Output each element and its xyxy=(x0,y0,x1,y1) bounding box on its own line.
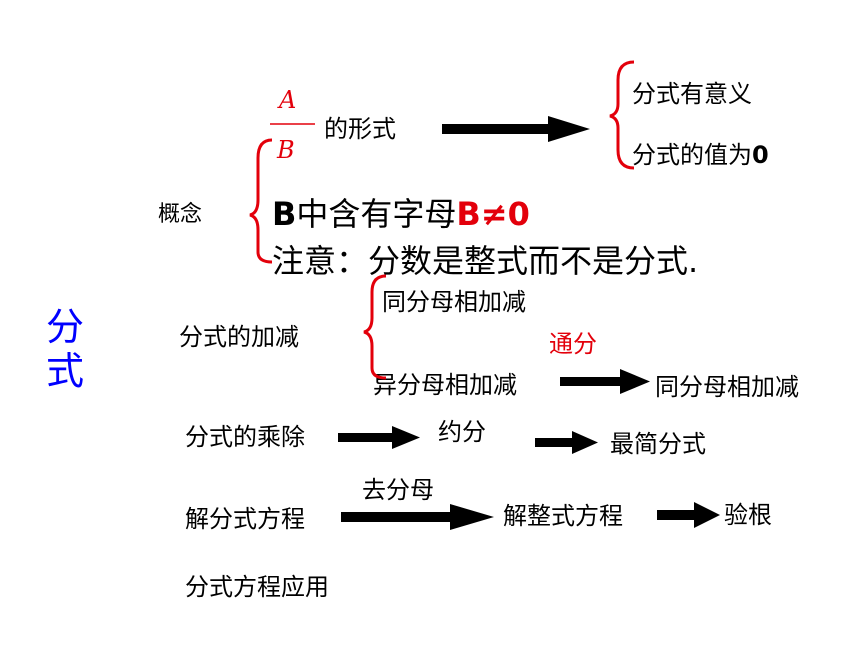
b-condition: B≠0 xyxy=(456,195,530,233)
title-fen: 分 xyxy=(46,305,85,349)
same-denominator-label: 同分母相加减 xyxy=(382,288,526,316)
fraction-numerator: A xyxy=(279,86,297,114)
title-shi: 式 xyxy=(46,349,85,393)
arrow-equation-integral xyxy=(341,504,494,530)
value-zero-digit: 0 xyxy=(752,141,769,169)
meaning-label: 分式有意义 xyxy=(632,80,752,108)
form-label: 的形式 xyxy=(324,115,396,143)
common-denominator-label: 通分 xyxy=(549,330,597,358)
arrow-form-to-meaning xyxy=(442,116,590,142)
different-denominator-label: 异分母相加减 xyxy=(373,371,517,399)
value-zero-label: 分式的值为0 xyxy=(632,143,769,167)
value-zero-text: 分式的值为 xyxy=(632,141,752,169)
arrow-addsub-result xyxy=(560,369,650,394)
addsub-label: 分式的加减 xyxy=(179,323,299,351)
arrow-muldiv-reduce xyxy=(338,426,420,449)
b-letter: B xyxy=(272,195,297,233)
b-condition-line: B中含有字母B≠0 xyxy=(272,198,530,230)
equation-label: 解分式方程 xyxy=(185,505,305,533)
fraction-denominator: B xyxy=(277,136,295,164)
b-contains-text: 中含有字母 xyxy=(296,195,457,233)
arrow-integral-check xyxy=(657,502,720,528)
concept-label: 概念 xyxy=(158,202,203,227)
remove-denominator-label: 去分母 xyxy=(362,476,434,504)
arrow-reduce-simplest xyxy=(535,431,598,454)
addsub-result-label: 同分母相加减 xyxy=(655,373,799,401)
reduce-label: 约分 xyxy=(438,418,486,446)
muldiv-label: 分式的乘除 xyxy=(185,423,305,451)
note-line: 注意：分数是整式而不是分式. xyxy=(272,242,699,280)
brace-concept xyxy=(249,138,273,264)
integral-equation-label: 解整式方程 xyxy=(503,502,623,530)
check-root-label: 验根 xyxy=(724,501,772,529)
brace-meaning xyxy=(609,60,635,170)
simplest-label: 最简分式 xyxy=(610,430,706,458)
brace-addsub xyxy=(363,274,387,380)
application-label: 分式方程应用 xyxy=(185,573,329,601)
